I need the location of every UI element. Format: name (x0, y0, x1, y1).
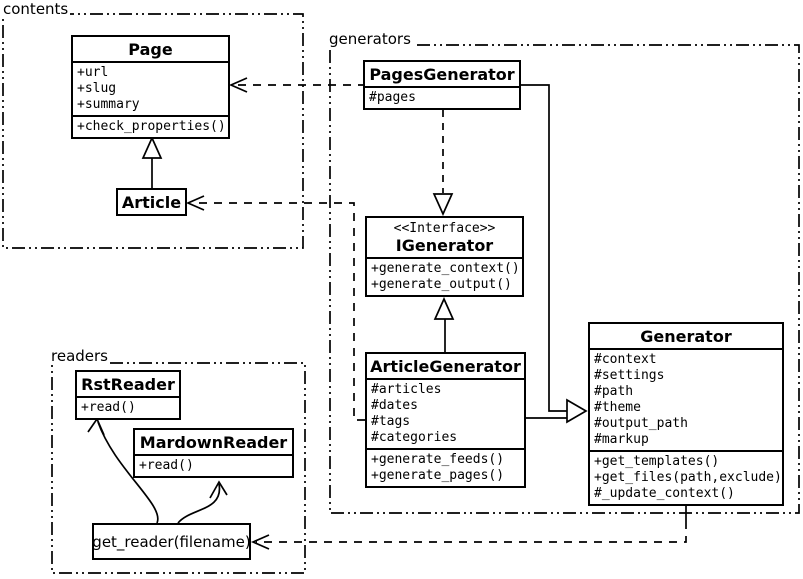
class-box-page: Page +url+slug+summary +check_properties… (71, 35, 230, 139)
class-attributes-generator: #context#settings#path#theme#output_path… (590, 348, 782, 450)
package-label-contents: contents (1, 0, 71, 18)
class-stereotype-igenerator: <<Interface>> (393, 221, 496, 236)
class-methods-generator: +get_templates()+get_files(path,exclude)… (590, 450, 782, 504)
realization-pagesgenerator-to-igenerator (432, 110, 454, 217)
class-methods-mardownreader: +read() (135, 454, 292, 476)
package-border-readers (51, 362, 306, 574)
class-attributes-pagesgenerator: #pages (365, 86, 519, 108)
class-methods-igenerator: +generate_context()+generate_output() (367, 257, 522, 295)
class-name-pagesgenerator: PagesGenerator (369, 65, 515, 84)
package-border-contents (2, 13, 304, 249)
class-box-article: Article (116, 188, 187, 216)
package-border-generators (329, 44, 800, 514)
arrow-getreader-to-mardownreader (177, 480, 228, 524)
class-name-mardownreader: MardownReader (139, 433, 288, 452)
class-name-rstreader: RstReader (81, 375, 175, 394)
inheritance-article-to-page (141, 135, 163, 188)
class-box-mardownreader: MardownReader +read() (133, 428, 294, 478)
package-label-readers: readers (49, 347, 110, 365)
class-box-igenerator: <<Interface>> IGenerator +generate_conte… (365, 216, 524, 297)
class-name-articlegenerator: ArticleGenerator (370, 357, 521, 376)
class-box-pagesgenerator: PagesGenerator #pages (363, 60, 521, 110)
function-label-getreader: get_reader(filename) (92, 532, 251, 551)
class-attributes-page: +url+slug+summary (73, 61, 228, 115)
class-attributes-articlegenerator: #articles#dates#tags#categories (367, 378, 524, 448)
class-name-page: Page (128, 40, 173, 59)
package-label-generators: generators (327, 30, 413, 48)
class-methods-page: +check_properties() (73, 115, 228, 137)
inheritance-articlegenerator-to-igenerator (433, 296, 455, 352)
class-methods-articlegenerator: +generate_feeds()+generate_pages() (367, 448, 524, 486)
class-header-igenerator: <<Interface>> IGenerator (367, 218, 522, 257)
dependency-generator-to-getreader (250, 502, 687, 550)
class-methods-rstreader: +read() (77, 396, 179, 418)
class-name-igenerator: IGenerator (395, 236, 494, 255)
class-box-generator: Generator #context#settings#path#theme#o… (588, 322, 784, 506)
class-name-article: Article (121, 193, 182, 212)
dependency-articlegenerator-to-article (185, 195, 365, 421)
function-box-getreader: get_reader(filename) (92, 523, 251, 560)
class-box-rstreader: RstReader +read() (75, 370, 181, 420)
class-name-generator: Generator (640, 327, 732, 346)
class-box-articlegenerator: ArticleGenerator #articles#dates#tags#ca… (365, 352, 526, 488)
inheritance-generators-to-generator (521, 84, 588, 424)
dependency-pagesgenerator-to-page (228, 77, 363, 93)
